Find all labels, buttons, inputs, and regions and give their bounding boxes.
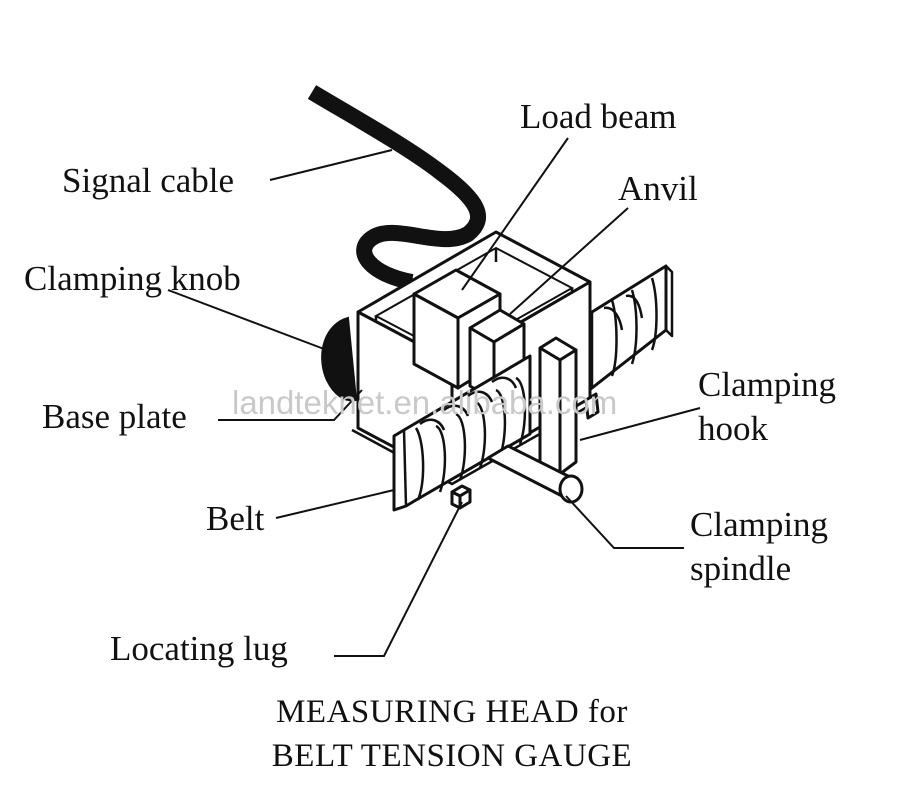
clamping-hook xyxy=(538,336,578,476)
measuring-head-illustration xyxy=(307,85,674,512)
clamping-knob xyxy=(321,316,358,402)
leader-clamping-spindle xyxy=(565,495,684,549)
signal-cable xyxy=(307,85,486,290)
leader-locating-lug xyxy=(334,501,463,657)
label-load-beam: Load beam xyxy=(520,97,676,136)
hook-lug xyxy=(584,392,600,420)
leader-base-plate xyxy=(218,389,363,421)
label-clamping-hook-line2: hook xyxy=(698,409,769,448)
label-belt: Belt xyxy=(206,499,265,538)
watermark-text: landteknet.en.alibaba.com xyxy=(232,384,617,421)
label-clamping-knob: Clamping knob xyxy=(24,259,241,298)
label-base-plate: Base plate xyxy=(42,397,187,436)
part-labels: Signal cable Load beam Anvil Clamping kn… xyxy=(24,97,836,668)
title-line-2: BELT TENSION GAUGE xyxy=(272,738,632,774)
diagram-title: MEASURING HEAD for BELT TENSION GAUGE xyxy=(272,694,632,774)
label-clamping-spindle-line2: spindle xyxy=(690,549,791,588)
leader-load-beam xyxy=(461,137,569,291)
title-line-1: MEASURING HEAD for xyxy=(276,694,628,730)
leader-clamping-knob xyxy=(167,289,333,353)
leader-lines xyxy=(167,137,701,657)
label-locating-lug: Locating lug xyxy=(110,629,288,668)
leader-belt xyxy=(275,489,395,519)
leader-signal-cable xyxy=(269,149,393,181)
leader-anvil xyxy=(509,207,629,315)
belt-front xyxy=(392,354,532,512)
leader-clamping-hook xyxy=(579,407,701,441)
label-signal-cable: Signal cable xyxy=(62,161,234,200)
label-clamping-hook-line1: Clamping xyxy=(698,365,836,404)
label-anvil: Anvil xyxy=(618,169,698,208)
label-clamping-spindle-line1: Clamping xyxy=(690,505,828,544)
